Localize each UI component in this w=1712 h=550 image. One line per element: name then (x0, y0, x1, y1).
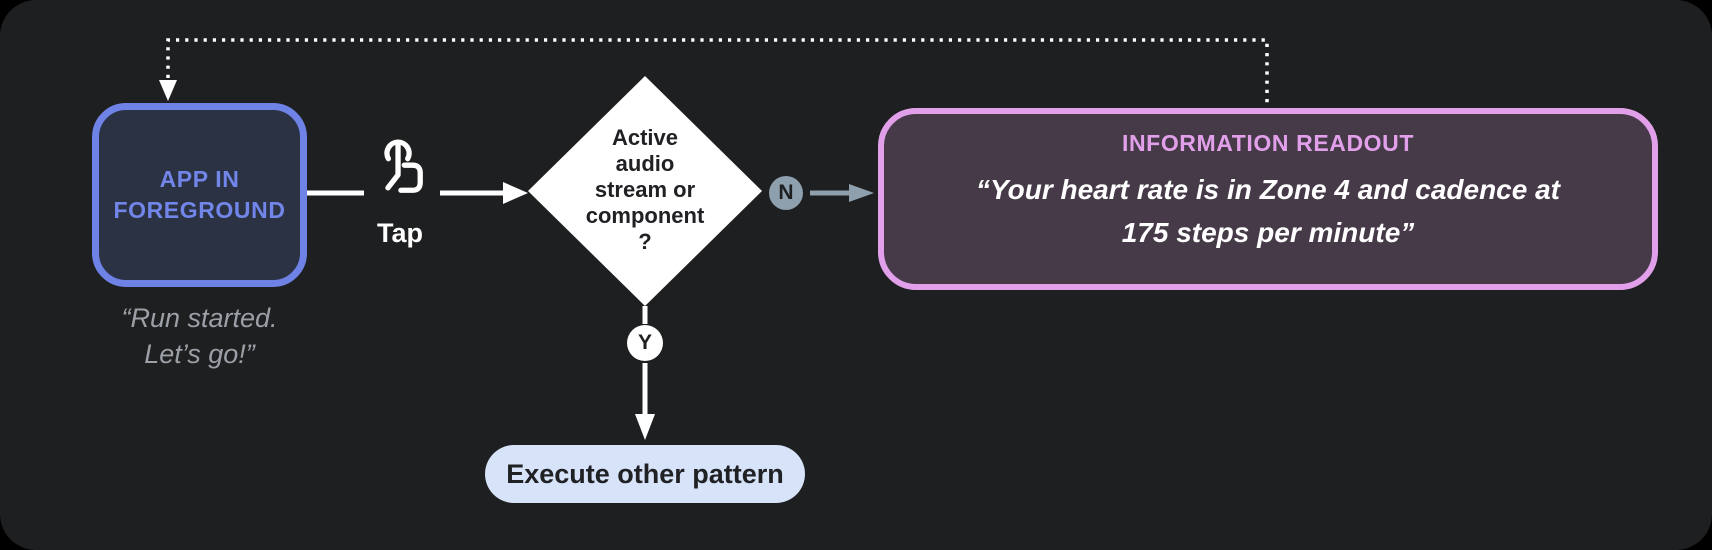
yes-branch-badge: Y (627, 325, 663, 361)
tap-to-decision-arrowhead-icon (503, 182, 528, 204)
feedback-dotted-line (166, 38, 1269, 106)
no-branch-arrowhead-icon (849, 184, 874, 202)
yes-to-execute-arrowhead-icon (635, 414, 655, 440)
decision-diamond (528, 76, 762, 306)
information-readout-node: INFORMATION READOUT “Your heart rate is … (878, 108, 1658, 290)
no-branch-badge: N (769, 176, 803, 210)
execute-other-pattern-node: Execute other pattern (485, 445, 805, 503)
tap-edge-label: Tap (377, 218, 423, 248)
feedback-arrowhead-icon (159, 80, 177, 101)
information-readout-quote: “Your heart rate is in Zone 4 and cadenc… (975, 174, 1561, 249)
decision-label: Active audio stream or component ? (585, 125, 705, 254)
information-readout-title: INFORMATION READOUT (1121, 130, 1415, 156)
app-in-foreground-label: APP IN FOREGROUND (113, 165, 286, 223)
tap-gesture-icon (372, 136, 426, 209)
app-voice-quote: “Run started. Let’s go!” (121, 303, 278, 370)
app-in-foreground-node: APP IN FOREGROUND (92, 103, 307, 287)
